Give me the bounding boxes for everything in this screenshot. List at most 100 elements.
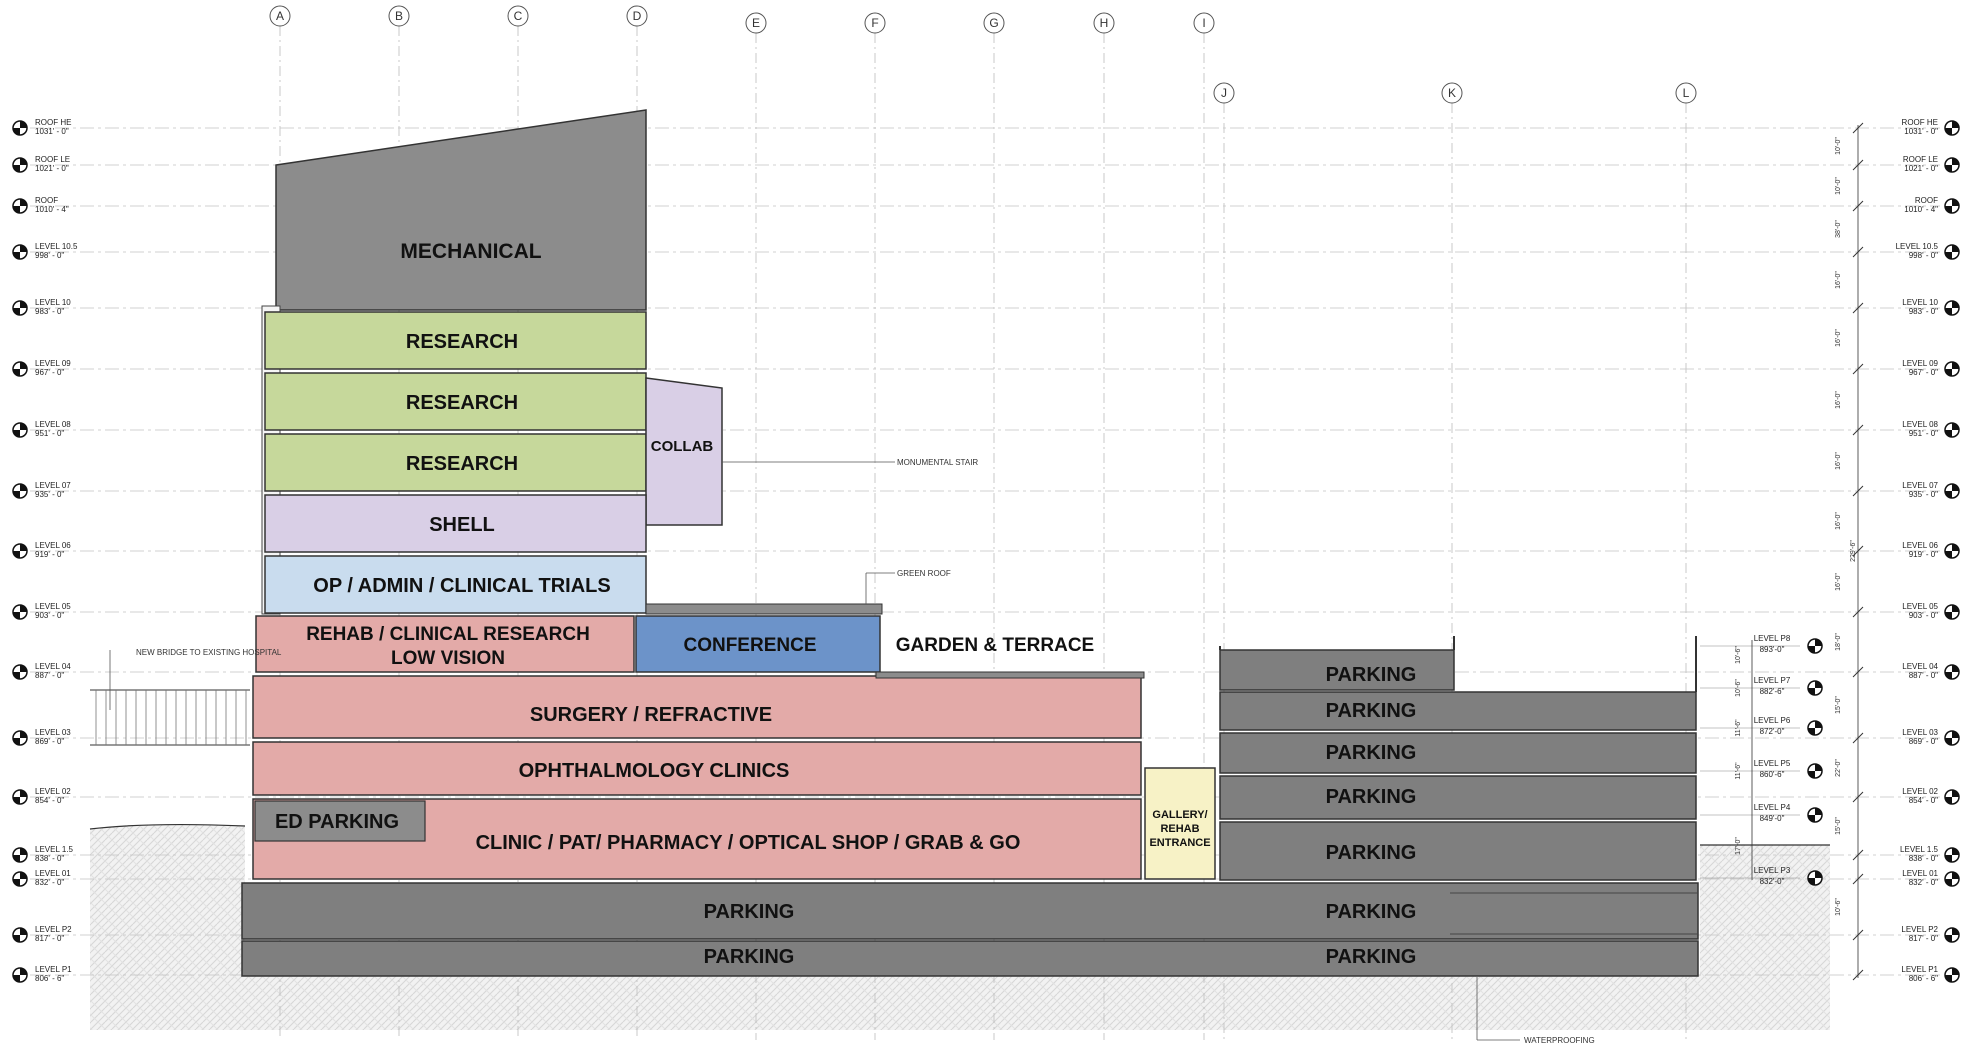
label-gallery-2: REHAB bbox=[1160, 823, 1199, 835]
level-name-left: LEVEL 07 bbox=[35, 481, 71, 490]
garage-level-1 bbox=[1219, 649, 1455, 691]
grid-label-e: E bbox=[752, 16, 760, 30]
label-garage-1: PARKING bbox=[1326, 664, 1417, 686]
dimension-label: 15'-0" bbox=[1835, 696, 1842, 714]
grid-bubble-l bbox=[1675, 82, 1697, 104]
label-clinic: CLINIC / PAT/ PHARMACY / OPTICAL SHOP / … bbox=[476, 832, 1021, 854]
note-labels: MONUMENTAL STAIR GREEN ROOF NEW BRIDGE T… bbox=[136, 458, 1595, 1045]
level-name-left: LEVEL 05 bbox=[35, 602, 71, 611]
grid-label-l: L bbox=[1683, 86, 1690, 100]
conference-block bbox=[635, 615, 881, 673]
dimension-label: 10'-6" bbox=[1735, 679, 1742, 697]
parking-level-name: LEVEL P4 bbox=[1754, 803, 1791, 812]
level-name-right: LEVEL 10.5 bbox=[1896, 242, 1939, 251]
garage-level-3 bbox=[1219, 732, 1697, 774]
annotations bbox=[109, 461, 1520, 1041]
dimension-label: 15'-0" bbox=[1835, 817, 1842, 835]
level-name-left: LEVEL 09 bbox=[35, 359, 71, 368]
dimension-label: 11'-6" bbox=[1735, 719, 1742, 737]
label-parking-main-2: PARKING bbox=[704, 946, 795, 968]
grid-label-b: B bbox=[395, 9, 403, 23]
op-admin-block bbox=[264, 555, 647, 614]
dimension-label: 16'-0" bbox=[1835, 391, 1842, 409]
grid-bubble-f bbox=[864, 12, 886, 34]
level-name-right: LEVEL 07 bbox=[1902, 481, 1938, 490]
level-elev-right: 1031' - 0" bbox=[1904, 127, 1938, 136]
level-elev-right: 817' - 0" bbox=[1909, 934, 1938, 943]
garage-level-2 bbox=[1219, 691, 1697, 731]
level-elev-left: 832' - 0" bbox=[35, 878, 64, 887]
label-research-1: RESEARCH bbox=[406, 331, 518, 353]
level-name-left: LEVEL 04 bbox=[35, 662, 71, 671]
dimension-label: 11'-6" bbox=[1735, 762, 1742, 780]
dimension-label: 22'-0" bbox=[1835, 759, 1842, 777]
level-elev-right: 869' - 0" bbox=[1909, 737, 1938, 746]
grid-bubble-e bbox=[745, 12, 767, 34]
parking-main-1 bbox=[241, 882, 1699, 940]
level-name-left: LEVEL 06 bbox=[35, 541, 71, 550]
level-elev-left: 1021' - 0" bbox=[35, 164, 69, 173]
level-name-left: LEVEL 08 bbox=[35, 420, 71, 429]
building-blocks bbox=[90, 109, 1699, 977]
parking-level-elev: 849'-0" bbox=[1760, 814, 1785, 823]
dimension-label: 16'-0" bbox=[1835, 271, 1842, 289]
label-ophthalmology: OPHTHALMOLOGY CLINICS bbox=[519, 760, 790, 782]
level-name-left: ROOF bbox=[35, 196, 58, 205]
ed-parking-block bbox=[254, 800, 426, 842]
grid-bubble-j bbox=[1213, 82, 1235, 104]
level-elev-left: 887' - 0" bbox=[35, 671, 64, 680]
level-elev-left: 919' - 0" bbox=[35, 550, 64, 559]
grid-label-d: D bbox=[633, 9, 642, 23]
level-elev-left: 983' - 0" bbox=[35, 307, 64, 316]
dimension-label: 16'-0" bbox=[1835, 329, 1842, 347]
label-parking-main-1: PARKING bbox=[704, 901, 795, 923]
level-elev-right: 832' - 0" bbox=[1909, 878, 1938, 887]
dimension-label: 10'-6" bbox=[1735, 646, 1742, 664]
level-name-left: LEVEL 10 bbox=[35, 298, 71, 307]
level-name-left: ROOF HE bbox=[35, 118, 71, 127]
level-elev-left: 1031' - 0" bbox=[35, 127, 69, 136]
label-garage-4: PARKING bbox=[1326, 786, 1417, 808]
label-shell: SHELL bbox=[429, 514, 495, 536]
label-garage-2: PARKING bbox=[1326, 700, 1417, 722]
dimension-string: 10'-0"10'-0"38'-0"16'-0"16'-0"16'-0"16'-… bbox=[1735, 122, 1864, 981]
note-new-bridge: NEW BRIDGE TO EXISTING HOSPITAL bbox=[136, 648, 282, 657]
grid-label-j: J bbox=[1221, 86, 1227, 100]
level-name-right: LEVEL 04 bbox=[1902, 662, 1938, 671]
level-name-right: LEVEL 08 bbox=[1902, 420, 1938, 429]
grid-label-c: C bbox=[514, 9, 523, 23]
level-name-right: LEVEL P2 bbox=[1901, 925, 1938, 934]
level-name-left: LEVEL P2 bbox=[35, 925, 72, 934]
parking-level-elev: 893'-0" bbox=[1760, 645, 1785, 654]
parking-level-elev: 882'-6" bbox=[1760, 687, 1785, 696]
parking-level-name: LEVEL P5 bbox=[1754, 759, 1791, 768]
level-elev-left: 903' - 0" bbox=[35, 611, 64, 620]
grid-label-i: I bbox=[1202, 16, 1205, 30]
level-elev-right: 998' - 0" bbox=[1909, 251, 1938, 260]
grid-bubble-k bbox=[1441, 82, 1463, 104]
dimension-label: 18'-0" bbox=[1835, 633, 1842, 651]
grid-label-g: G bbox=[989, 16, 998, 30]
label-gallery-3: ENTRANCE bbox=[1149, 837, 1210, 849]
dimension-label: 229'-6" bbox=[1850, 540, 1857, 562]
parking-main-2 bbox=[241, 940, 1699, 977]
level-elev-right: 919' - 0" bbox=[1909, 550, 1938, 559]
level-elev-left: 817' - 0" bbox=[35, 934, 64, 943]
level-elev-right: 838' - 0" bbox=[1909, 854, 1938, 863]
level-elev-left: 838' - 0" bbox=[35, 854, 64, 863]
note-waterproofing: WATERPROOFING bbox=[1524, 1036, 1595, 1045]
label-garage-5: PARKING bbox=[1326, 842, 1417, 864]
mechanical-block bbox=[275, 109, 647, 311]
level-elev-left: 935' - 0" bbox=[35, 490, 64, 499]
grid-label-k: K bbox=[1448, 86, 1456, 100]
parking-level-elev: 872'-0" bbox=[1760, 727, 1785, 736]
level-elev-right: 887' - 0" bbox=[1909, 671, 1938, 680]
level-elev-right: 935' - 0" bbox=[1909, 490, 1938, 499]
grid-bubble-i bbox=[1193, 12, 1215, 34]
dimension-label: 10'-0" bbox=[1835, 177, 1842, 195]
program-labels: MECHANICAL RESEARCH RESEARCH RESEARCH CO… bbox=[275, 240, 1416, 968]
dimension-label: 38'-0" bbox=[1835, 220, 1842, 238]
level-elev-right: 1021' - 0" bbox=[1904, 164, 1938, 173]
label-collab: COLLAB bbox=[651, 438, 714, 455]
